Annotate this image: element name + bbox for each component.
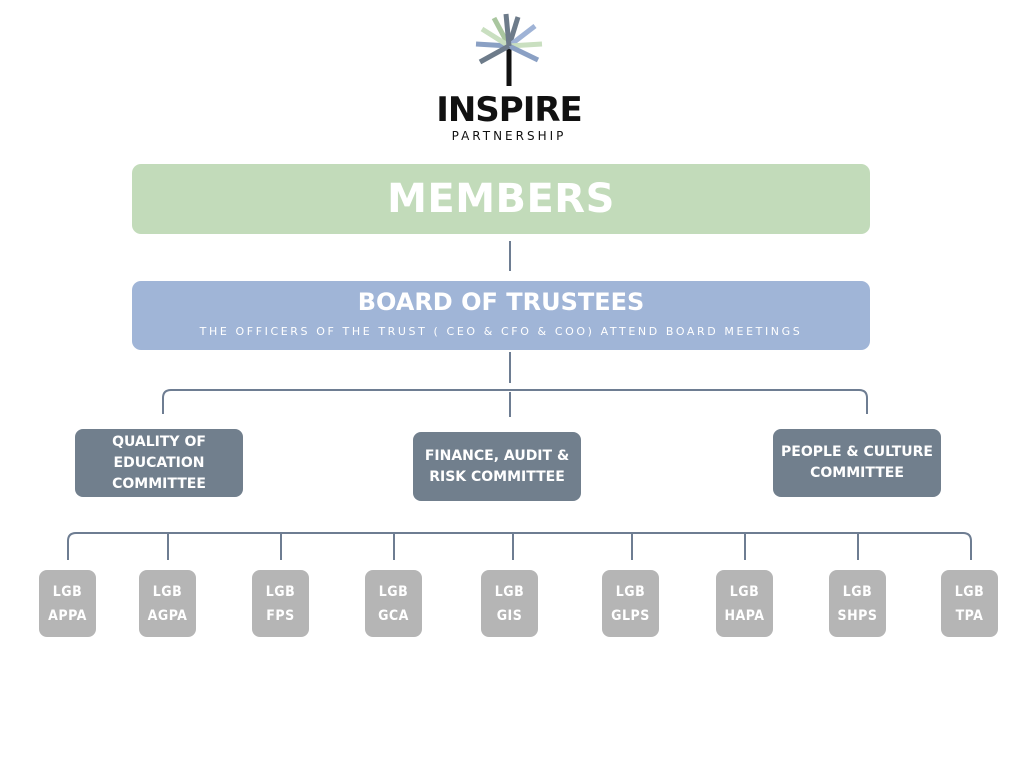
lgb-box-gca: LGB GCA bbox=[365, 570, 422, 637]
lgb-label: LGB bbox=[265, 583, 296, 600]
logo-wordmark: INSPIRE bbox=[436, 90, 583, 130]
board-subtitle: THE OFFICERS OF THE TRUST ( CEO & CFO & … bbox=[199, 325, 803, 338]
committee-people-culture: PEOPLE & CULTURE COMMITTEE bbox=[773, 429, 941, 497]
lgb-bracket bbox=[67, 532, 972, 560]
members-label: MEMBERS bbox=[387, 176, 615, 222]
lgb-box-gis: LGB GIS bbox=[481, 570, 538, 637]
lgb-box-shps: LGB SHPS bbox=[829, 570, 886, 637]
lgb-code: APPA bbox=[48, 607, 87, 624]
lgb-label: LGB bbox=[842, 583, 873, 600]
lgb-box-hapa: LGB HAPA bbox=[716, 570, 773, 637]
committee-line: EDUCATION bbox=[113, 454, 205, 471]
lgb-code: GIS bbox=[496, 607, 523, 624]
committee-line: QUALITY OF bbox=[112, 433, 206, 450]
lgb-code: FPS bbox=[266, 607, 295, 624]
committee-line: COMMITTEE bbox=[810, 465, 904, 481]
committee-bracket bbox=[162, 389, 868, 414]
inspire-partnership-logo: INSPIRE PARTNERSHIP bbox=[424, 12, 594, 146]
committee-quality-of-education: QUALITY OF EDUCATION COMMITTEE bbox=[75, 429, 243, 497]
lgb-code: HAPA bbox=[724, 607, 765, 624]
board-title: BOARD OF TRUSTEES bbox=[357, 288, 645, 316]
committee-finance-audit-risk: FINANCE, AUDIT & RISK COMMITTEE bbox=[413, 432, 581, 501]
committee-line: FINANCE, AUDIT & bbox=[424, 447, 570, 464]
lgb-code: TPA bbox=[955, 607, 984, 624]
lgb-box-agpa: LGB AGPA bbox=[139, 570, 196, 637]
logo-tagline: PARTNERSHIP bbox=[451, 129, 567, 143]
committee-line: RISK COMMITTEE bbox=[429, 468, 565, 485]
lgb-label: LGB bbox=[729, 583, 760, 600]
lgb-box-appa: LGB APPA bbox=[39, 570, 96, 637]
committee-line: COMMITTEE bbox=[112, 475, 206, 492]
lgb-box-glps: LGB GLPS bbox=[602, 570, 659, 637]
members-box: MEMBERS bbox=[132, 164, 870, 234]
lgb-label: LGB bbox=[494, 583, 525, 600]
lgb-label: LGB bbox=[52, 583, 83, 600]
board-of-trustees-box: BOARD OF TRUSTEES THE OFFICERS OF THE TR… bbox=[132, 281, 870, 350]
lgb-label: LGB bbox=[378, 583, 409, 600]
committee-line: PEOPLE & CULTURE bbox=[781, 444, 933, 460]
lgb-box-fps: LGB FPS bbox=[252, 570, 309, 637]
lgb-code: SHPS bbox=[837, 607, 878, 624]
lgb-label: LGB bbox=[152, 583, 183, 600]
lgb-code: AGPA bbox=[147, 607, 188, 624]
lgb-code: GCA bbox=[378, 607, 409, 624]
lgb-label: LGB bbox=[615, 583, 646, 600]
lgb-label: LGB bbox=[954, 583, 985, 600]
logo-burst-icon bbox=[475, 13, 543, 86]
lgb-box-tpa: LGB TPA bbox=[941, 570, 998, 637]
lgb-code: GLPS bbox=[611, 607, 650, 624]
